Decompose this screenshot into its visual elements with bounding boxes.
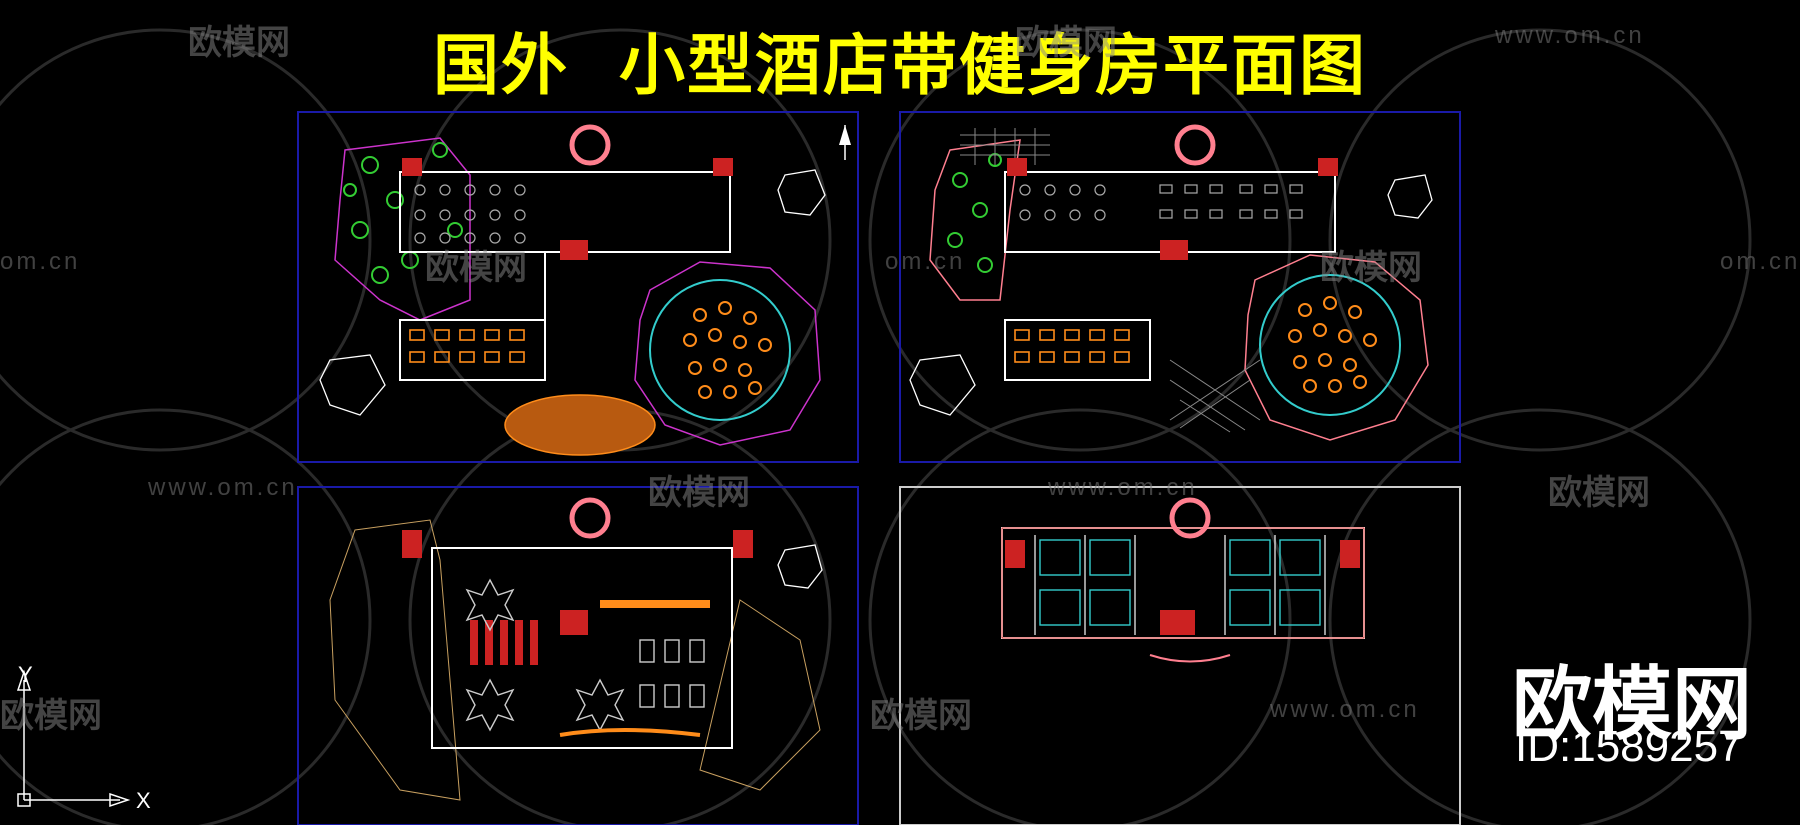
sheet-plan-ground-floor-garden	[297, 111, 859, 463]
watermark-cn: 欧模网	[870, 696, 972, 736]
watermark-url: www.om.cn	[148, 474, 298, 501]
watermark-url: www.om.cn	[1270, 696, 1420, 723]
watermark-url: www.om.cn	[1495, 22, 1645, 49]
brand-id: ID:1589257	[1515, 722, 1743, 771]
ucs-y-label: Y	[18, 662, 33, 687]
watermark-url-partial: om.cn	[1720, 248, 1800, 275]
watermark-url-partial: om.cn	[0, 248, 81, 275]
sheet-plan-guest-room-floor	[899, 486, 1461, 825]
watermark-cn: 欧模网	[1015, 23, 1117, 63]
ucs-x-label: X	[136, 788, 151, 813]
watermark-url-partial: om.cn	[885, 248, 966, 275]
watermark-cn: 欧模网	[0, 696, 102, 736]
sheet-plan-gym-floor	[297, 486, 859, 825]
watermark-cn: 欧模网	[1548, 473, 1650, 513]
watermark-cn: 欧模网	[425, 248, 527, 288]
page-title: 国外 小型酒店带健身房平面图	[433, 27, 1367, 104]
brand-name: 欧模网	[1512, 658, 1752, 751]
watermark-cn: 欧模网	[648, 473, 750, 513]
watermark-cn: 欧模网	[1320, 248, 1422, 288]
watermark-cn: 欧模网	[188, 23, 290, 63]
watermark-url: www.om.cn	[1048, 474, 1198, 501]
ucs-axis-icon	[16, 669, 131, 808]
sheet-plan-ground-floor-terrace	[899, 111, 1461, 463]
